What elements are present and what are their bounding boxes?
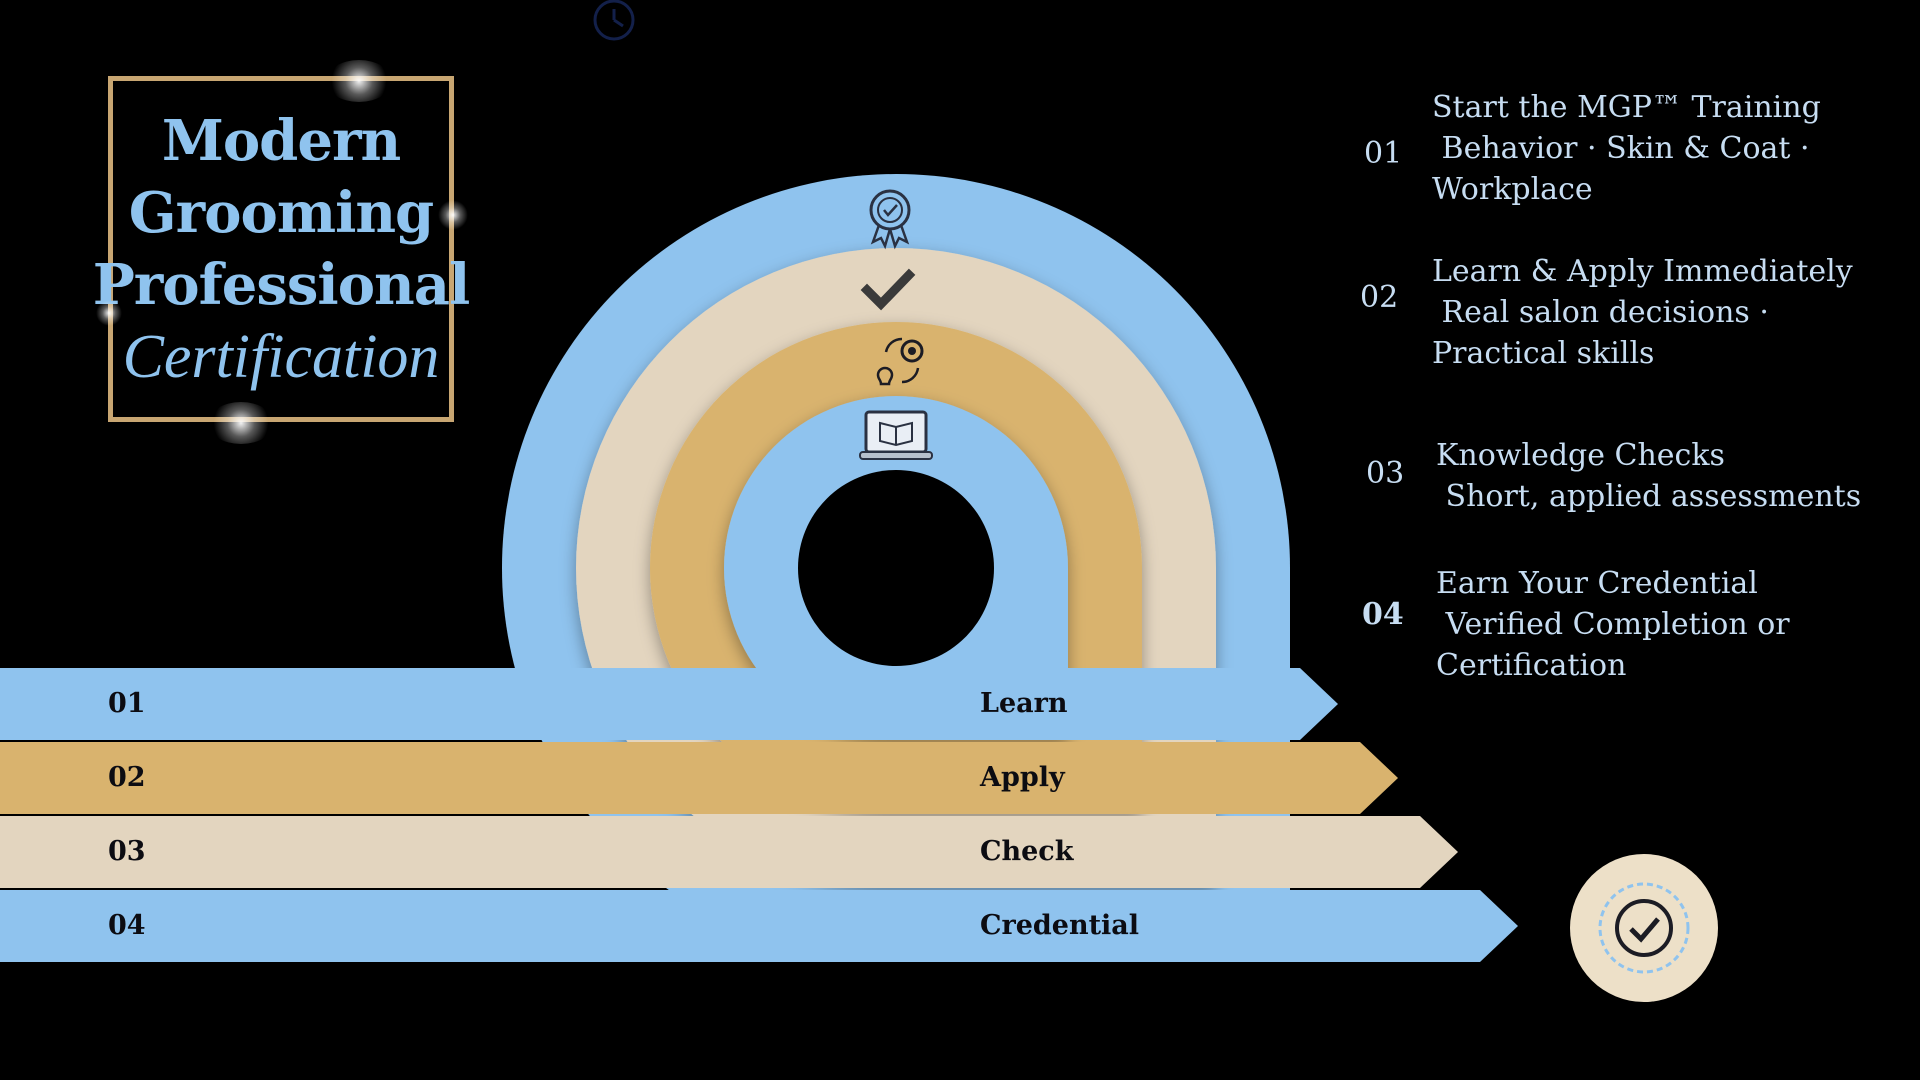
step-4-title: Earn Your Credential: [1436, 566, 1758, 601]
band-check-number: 03: [108, 836, 146, 867]
band-apply-label: Apply: [980, 762, 1065, 793]
verified-badge-icon: [1570, 854, 1718, 1002]
band-apply-number: 02: [108, 762, 146, 793]
title-frame: Modern Grooming Professional Certificati…: [93, 76, 470, 422]
clock-icon: [593, 0, 635, 41]
step-1-detail: Workplace: [1432, 172, 1593, 207]
step-4-number: 04: [1362, 597, 1404, 632]
band-learn: [0, 668, 1338, 740]
step-1-title: Start the MGP™ Training: [1432, 90, 1821, 125]
title-line-3: Professional: [92, 252, 471, 318]
title-line-1: Modern: [161, 108, 401, 174]
checkmark-icon: [860, 268, 916, 311]
step-2-title: Learn & Apply Immediately: [1432, 254, 1853, 289]
laptop-book-icon: [859, 410, 933, 460]
band-learn-number: 01: [108, 688, 146, 719]
band-credential: [0, 890, 1518, 962]
step-3-title: Knowledge Checks: [1436, 438, 1725, 473]
band-credential-label: Credential: [980, 910, 1140, 941]
step-3-number: 03: [1366, 456, 1405, 491]
center-hole: [798, 470, 994, 666]
band-apply: [0, 742, 1398, 814]
band-learn-label: Learn: [980, 688, 1068, 719]
step-1-number: 01: [1364, 136, 1403, 171]
step-2-number: 02: [1360, 280, 1399, 315]
step-1-detail: Behavior · Skin & Coat ·: [1432, 131, 1810, 166]
band-credential-number: 04: [108, 910, 146, 941]
title-line-2: Grooming: [128, 180, 434, 246]
band-check: [0, 816, 1458, 888]
step-4-detail: Verified Completion or: [1436, 607, 1790, 642]
sparkle: [96, 300, 122, 326]
sparkle: [438, 200, 468, 230]
sparkle: [326, 60, 392, 102]
step-3-detail: Short, applied assessments: [1436, 479, 1862, 514]
sparkle: [208, 402, 274, 444]
step-2-detail: Practical skills: [1432, 336, 1655, 371]
award-ribbon-icon: [869, 189, 911, 250]
step-2-detail: Real salon decisions ·: [1432, 295, 1769, 330]
step-4-detail: Certification: [1436, 648, 1627, 683]
idea-gear-cycle-icon: [876, 337, 924, 386]
title-line-4: Certification: [122, 323, 440, 391]
band-check-label: Check: [980, 836, 1074, 867]
